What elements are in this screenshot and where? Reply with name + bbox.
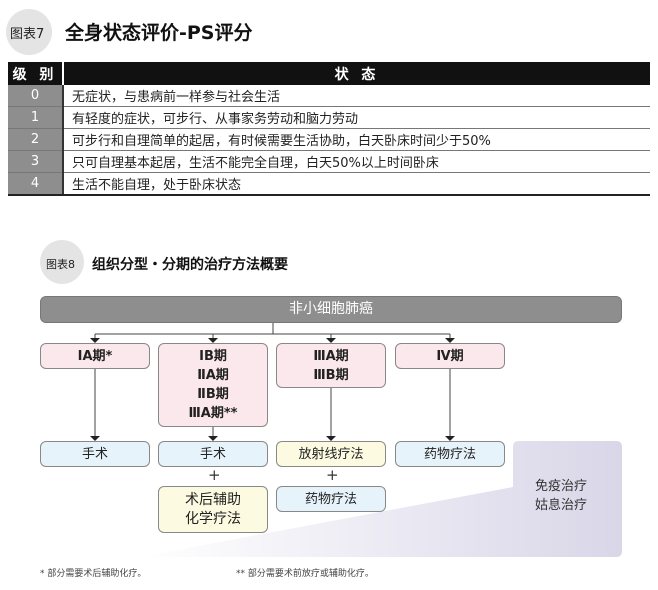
- stage-box-iiia-iiib: ⅢA期 ⅢB期: [276, 343, 386, 388]
- footnote-2: ** 部分需要术前放疗或辅助化疗。: [236, 569, 374, 579]
- level-cell: 1: [8, 106, 64, 129]
- stage-label: ⅢA期**: [188, 406, 238, 421]
- drug-therapy-box: 药物疗法: [276, 486, 386, 512]
- status-cell: 有轻度的症状，可步行、从事家务劳动和脑力劳动: [63, 106, 650, 129]
- palliative-label: 姑息治疗: [535, 498, 588, 513]
- header-level: 级 别: [8, 62, 64, 85]
- immunotherapy-label: 免疫治疗: [535, 479, 588, 494]
- status-cell: 可步行和自理简单的起居，有时候需要生活协助，白天卧床时间少于50%: [63, 128, 650, 151]
- stage-label: ⅠA期*: [77, 348, 113, 364]
- root-label: 非小细胞肺癌: [289, 301, 373, 317]
- stage-box-ia: ⅠA期*: [40, 343, 150, 369]
- treatment-label: 放射线疗法: [298, 446, 364, 462]
- treatment-label: 手术: [81, 446, 108, 462]
- plus-sign: +: [208, 466, 221, 484]
- stage-box-ib-iiia: ⅠB期 ⅡA期 ⅡB期 ⅢA期**: [158, 343, 268, 427]
- palliative-text: 免疫治疗 姑息治疗: [535, 477, 587, 515]
- treatment-drug-therapy: 药物疗法: [395, 441, 505, 467]
- level-cell: 3: [8, 150, 64, 173]
- stage-box-iv: Ⅳ期: [395, 343, 505, 369]
- figure8-title: 组织分型・分期的治疗方法概要: [92, 257, 288, 273]
- figure7-badge: [6, 9, 52, 55]
- plus-sign: +: [326, 466, 339, 484]
- stage-label: ⅡB期: [197, 387, 229, 402]
- treatment-surgery-1: 手术: [40, 441, 150, 467]
- footnote-1: * 部分需要术后辅助化疗。: [40, 569, 147, 579]
- stage-label: ⅢA期: [313, 348, 349, 364]
- figure8-badge: [40, 240, 84, 284]
- header-status: 状 态: [63, 62, 650, 85]
- treatment-surgery-2: 手术: [158, 441, 268, 467]
- adjuvant-chemo-box: 术后辅助化学疗法: [158, 486, 268, 533]
- level-cell: 2: [8, 128, 64, 151]
- level-cell: 4: [8, 172, 64, 196]
- stage-label: ⅠB期: [199, 349, 227, 364]
- status-cell: 生活不能自理，处于卧床状态: [63, 172, 650, 196]
- figure7-title: 全身状态评价-PS评分: [65, 22, 253, 44]
- treatment-label: 药物疗法: [423, 446, 476, 462]
- figure8-label: 图表8: [46, 258, 75, 271]
- treatment-radiotherapy: 放射线疗法: [276, 441, 386, 467]
- root-bar: 非小细胞肺癌: [40, 296, 622, 323]
- stage-label: ⅡA期: [197, 368, 229, 383]
- adjuvant-label: 化学疗法: [185, 510, 241, 527]
- stage-label: Ⅳ期: [436, 348, 464, 364]
- status-cell: 只可自理基本起居，生活不能完全自理，白天50%以上时间卧床: [63, 150, 650, 173]
- treatment-label: 手术: [199, 446, 226, 462]
- stage-label: ⅢB期: [313, 367, 349, 383]
- drug-label: 药物疗法: [304, 491, 357, 507]
- figure7-label: 图表7: [10, 27, 45, 42]
- adjuvant-label: 术后辅助: [185, 491, 241, 508]
- level-cell: 0: [8, 85, 64, 107]
- status-cell: 无症状，与患病前一样参与社会生活: [63, 85, 650, 107]
- palliative-wedge: [140, 441, 622, 557]
